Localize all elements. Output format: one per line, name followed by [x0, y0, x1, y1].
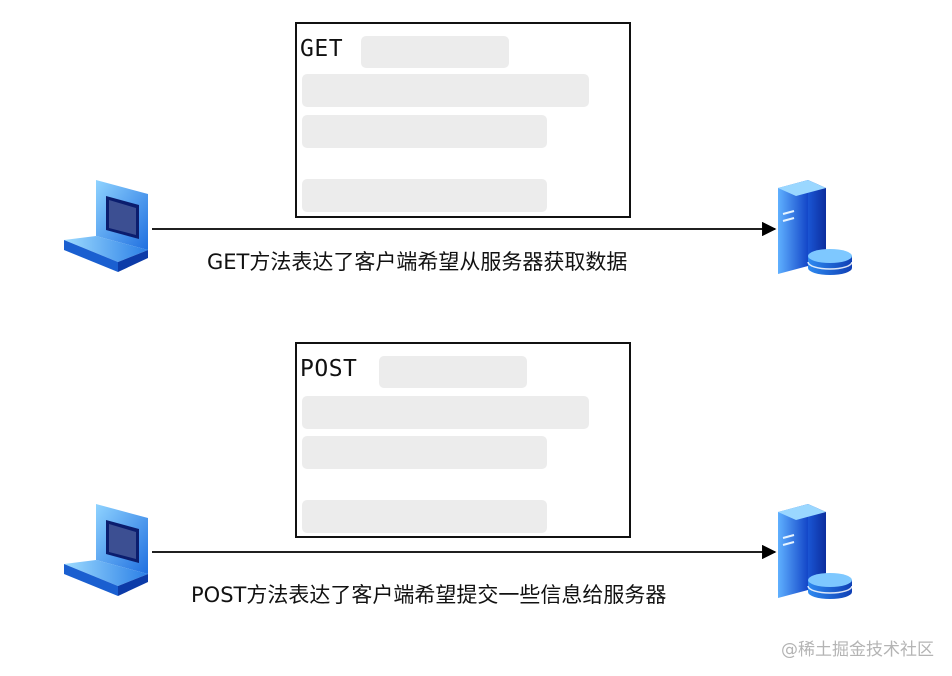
request-arrow	[152, 544, 777, 560]
body-placeholder	[302, 500, 547, 533]
header-placeholder	[302, 436, 547, 469]
header-placeholder	[302, 115, 547, 148]
request-method-label: GET	[300, 36, 344, 62]
get-request-box: GET	[295, 22, 631, 218]
request-method-label: POST	[300, 356, 358, 382]
request-arrow	[152, 221, 777, 237]
body-placeholder	[302, 179, 547, 212]
server-database-icon	[778, 504, 853, 599]
header-placeholder	[302, 396, 589, 429]
get-caption: GET方法表达了客户端希望从服务器获取数据	[207, 250, 628, 274]
url-placeholder	[379, 356, 527, 388]
url-placeholder	[361, 36, 509, 68]
watermark: @稀土掘金技术社区	[781, 640, 934, 660]
header-placeholder	[302, 74, 589, 107]
laptop-icon	[64, 180, 148, 272]
post-request-box: POST	[295, 342, 631, 538]
post-caption: POST方法表达了客户端希望提交一些信息给服务器	[191, 583, 667, 607]
server-database-icon	[778, 180, 853, 275]
laptop-icon	[64, 504, 148, 596]
